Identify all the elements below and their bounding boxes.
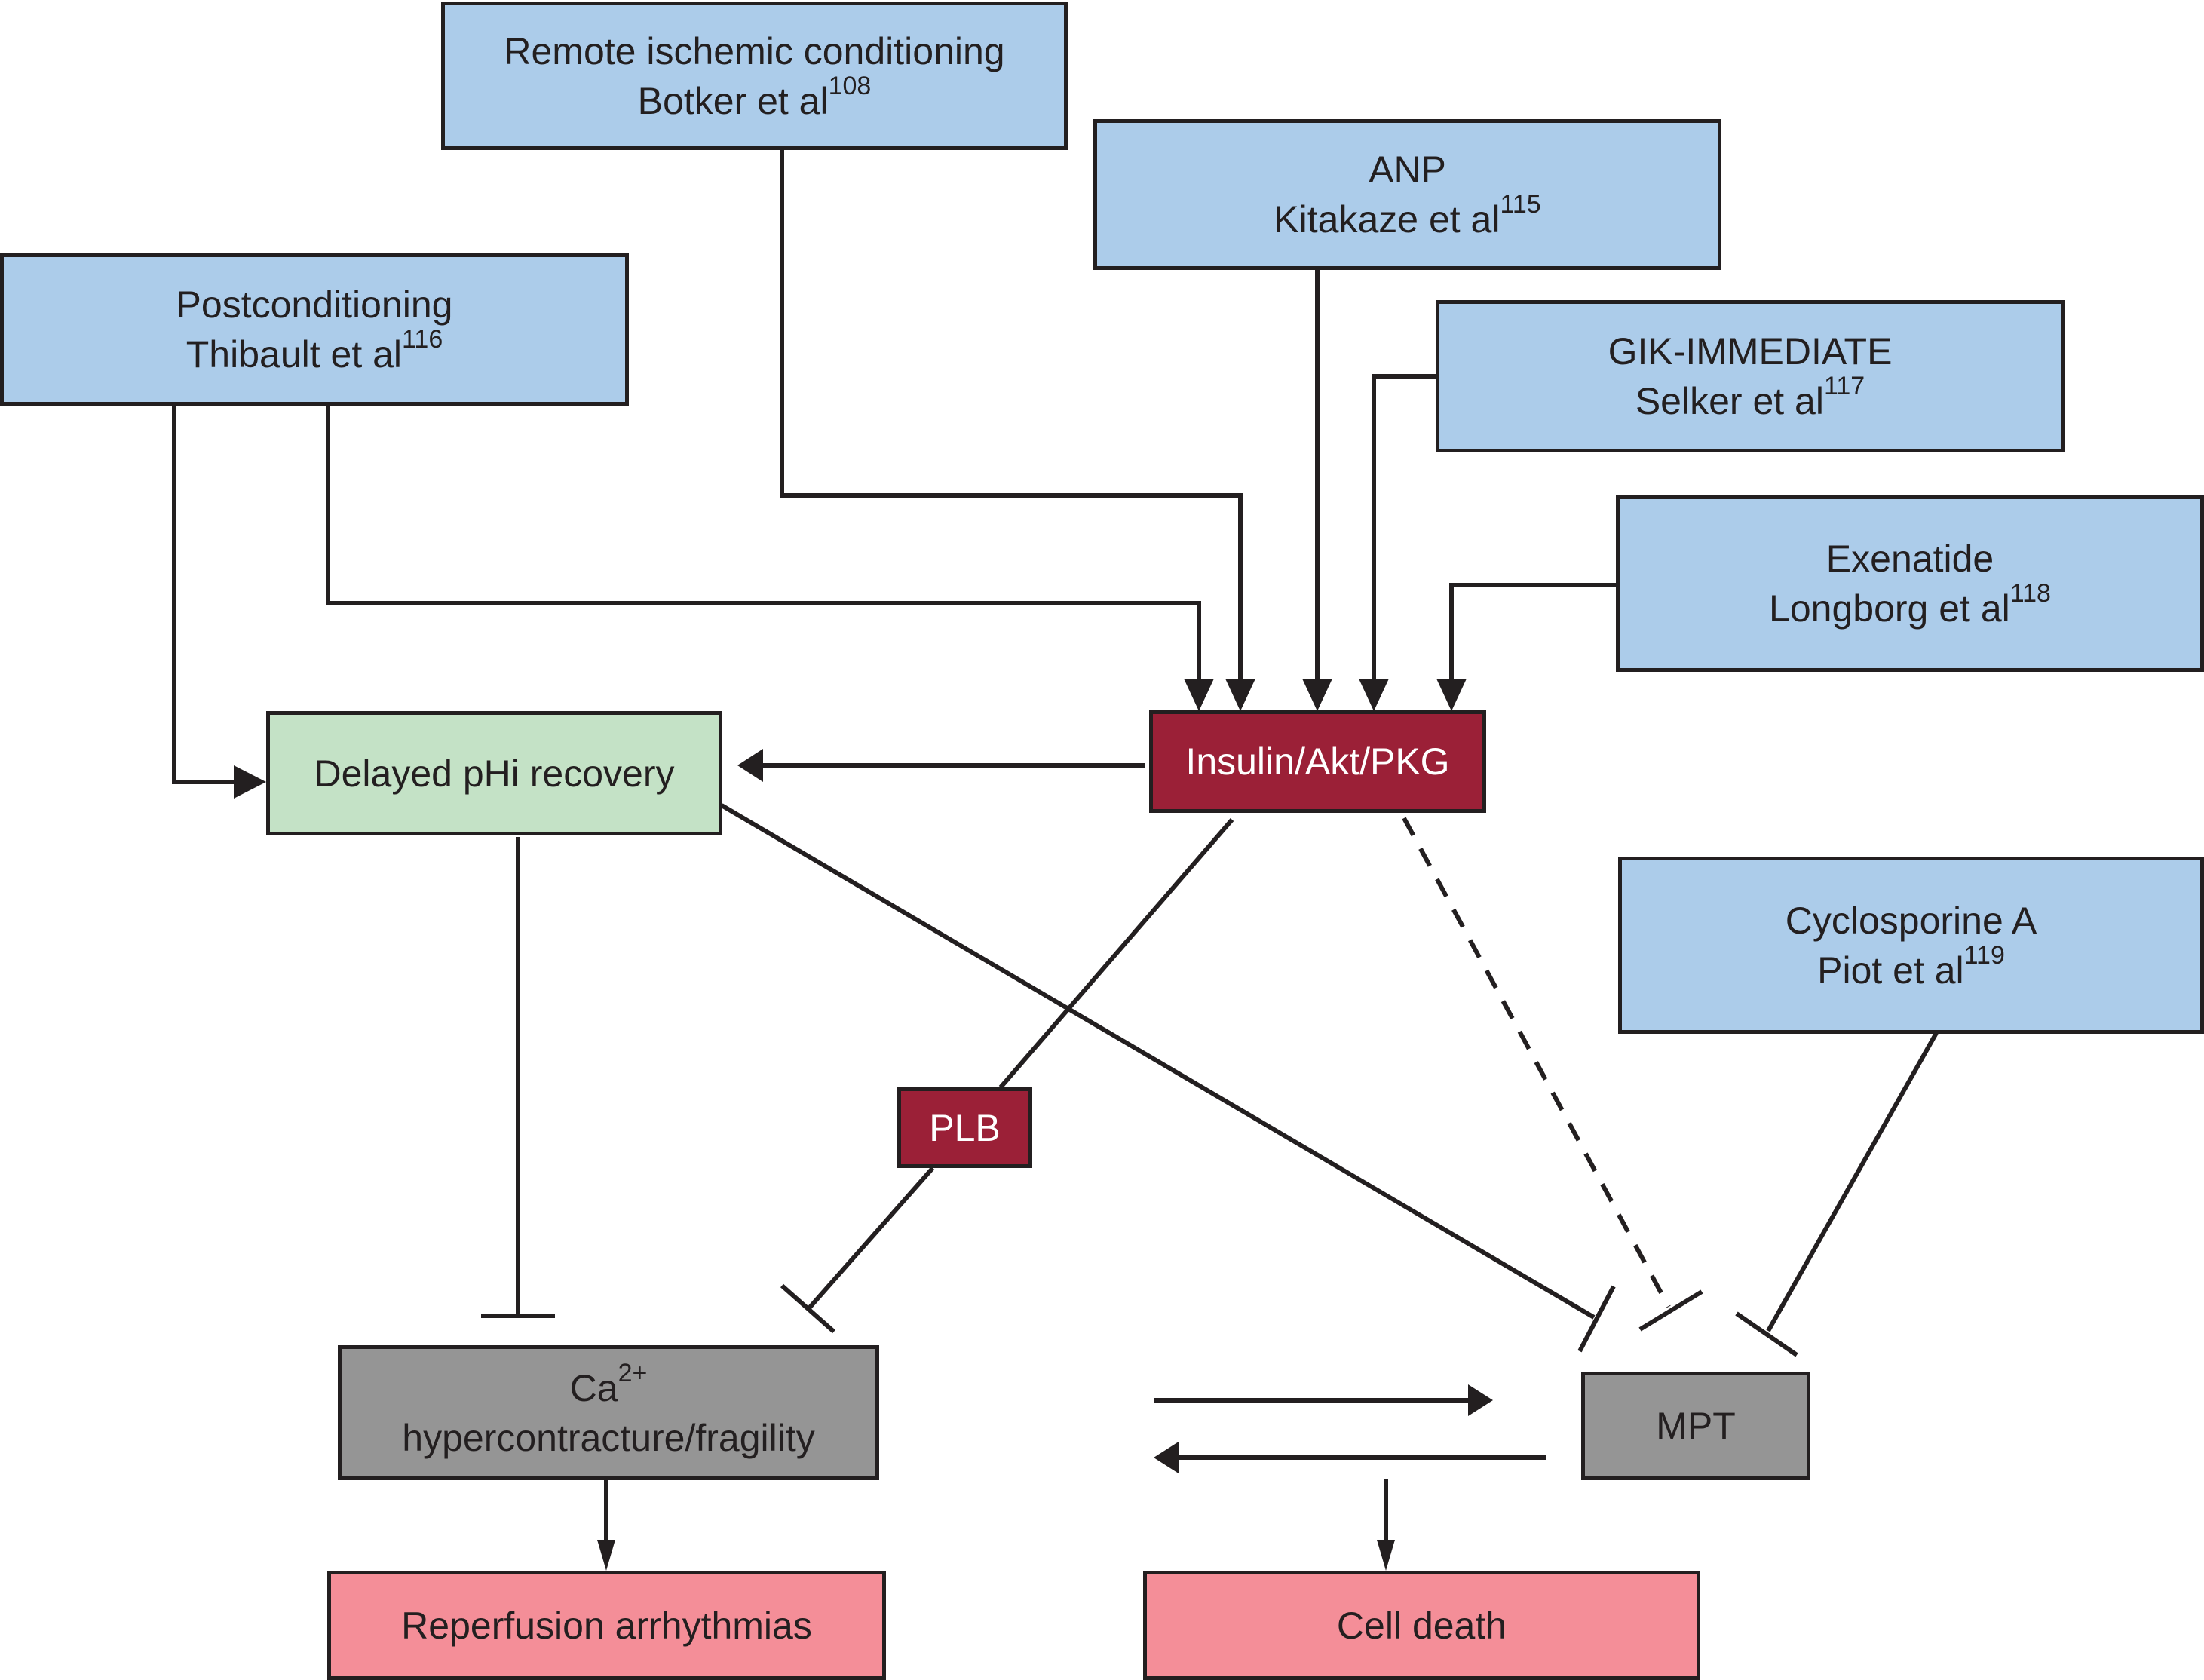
node-cell-death: Cell death (1143, 1571, 1700, 1680)
edge-cyclosporine-inhibits-mpt (1766, 1032, 1939, 1332)
node-title: Postconditioning (176, 284, 453, 326)
arrowhead-icon (1436, 679, 1467, 711)
node-title: Remote ischemic conditioning (504, 29, 1005, 72)
node-label: Reperfusion arrhythmias (401, 1604, 812, 1647)
node-calcium-hypercontracture: Ca2+ hypercontracture/fragility (338, 1345, 879, 1480)
edge-exenatide-to-insulin (1449, 583, 1618, 679)
node-citation: Kitakaze et al (1274, 198, 1500, 241)
edge-postconditioning-to-delayed-ph (172, 405, 234, 784)
edge-gik-to-insulin (1372, 374, 1436, 679)
node-insulin-akt-pkg: Insulin/Akt/PKG (1149, 710, 1486, 813)
node-anp: ANP Kitakaze et al115 (1093, 119, 1721, 270)
arrowhead-icon (1184, 679, 1214, 711)
node-label: Cell death (1336, 1604, 1507, 1647)
node-title: Cyclosporine A (1785, 899, 2037, 942)
arrowhead-icon (737, 749, 763, 782)
node-title: GIK-IMMEDIATE (1608, 330, 1893, 372)
calcium-ion: Ca (569, 1366, 618, 1409)
edge-insulin-to-plb (998, 818, 1234, 1089)
node-gik-immediate: GIK-IMMEDIATE Selker et al117 (1436, 300, 2065, 452)
reference-number: 119 (1963, 940, 2005, 970)
ion-charge: 2+ (618, 1358, 648, 1387)
reference-number: 117 (1823, 372, 1865, 401)
inhibition-bar (780, 1283, 835, 1334)
edge-remote-to-insulin (780, 149, 1243, 679)
node-label: Insulin/Akt/PKG (1185, 740, 1450, 783)
node-citation: Botker et al (637, 79, 829, 122)
node-title: Exenatide (1825, 538, 1994, 580)
reference-number: 115 (1500, 190, 1541, 219)
node-label: Delayed pHi recovery (314, 752, 675, 795)
arrowhead-icon (1377, 1540, 1395, 1571)
node-citation: Thibault et al (185, 333, 403, 376)
node-mpt: MPT (1581, 1372, 1810, 1480)
node-citation: Piot et al (1817, 949, 1964, 992)
node-postconditioning: Postconditioning Thibault et al116 (0, 253, 629, 406)
edge-delayed-ph-inhibits-mpt (720, 803, 1596, 1320)
node-label: MPT (1656, 1405, 1736, 1447)
arrowhead-icon (1359, 679, 1389, 711)
arrowhead-icon (1302, 679, 1332, 711)
node-title: ANP (1369, 149, 1446, 191)
edge-postconditioning-to-insulin (326, 405, 1201, 679)
node-delayed-ph-recovery: Delayed pHi recovery (266, 711, 722, 835)
node-plb: PLB (897, 1087, 1032, 1168)
edge-insulin-inhibits-mpt-dashed (1402, 817, 1671, 1308)
node-citation: Selker et al (1635, 380, 1824, 422)
inhibition-bar (1638, 1289, 1703, 1332)
reference-number: 108 (828, 71, 872, 100)
arrowhead-icon (1468, 1384, 1493, 1416)
node-citation: Longborg et al (1769, 587, 2010, 630)
node-remote-ischemic-conditioning: Remote ischemic conditioning Botker et a… (441, 2, 1068, 150)
inhibition-bar (1735, 1311, 1798, 1357)
node-reperfusion-arrhythmias: Reperfusion arrhythmias (327, 1571, 886, 1680)
node-label: PLB (929, 1106, 1001, 1149)
arrowhead-icon (1154, 1442, 1179, 1473)
node-label: hypercontracture/fragility (402, 1416, 815, 1459)
reference-number: 118 (2009, 579, 2051, 609)
arrowhead-icon (597, 1540, 615, 1571)
arrowhead-icon (234, 765, 266, 799)
node-cyclosporine-a: Cyclosporine A Piot et al119 (1618, 857, 2204, 1034)
arrowhead-icon (1225, 679, 1255, 711)
edge-plb-inhibits-calcium (806, 1166, 935, 1311)
node-exenatide: Exenatide Longborg et al118 (1616, 495, 2204, 672)
reference-number: 116 (402, 325, 443, 354)
inhibition-bar (1577, 1285, 1616, 1353)
